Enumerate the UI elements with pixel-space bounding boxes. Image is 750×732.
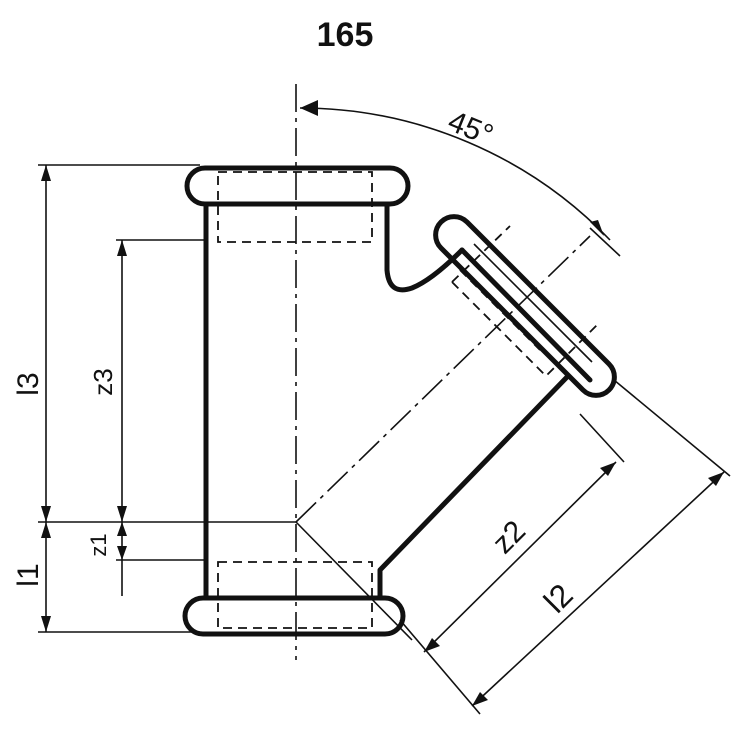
figure-title: 165 [317, 16, 374, 54]
l2-label: l2 [537, 577, 580, 620]
branch-inner-line [473, 243, 593, 363]
branch-dimensions: z2 l2 [399, 379, 731, 715]
angle-arc-tick [589, 227, 621, 257]
z3-arrow-bottom [117, 506, 127, 522]
l2-arrow-start [472, 692, 488, 706]
top-socket-hidden [217, 171, 373, 243]
z1-arrow-top [117, 522, 127, 536]
angle-arrow-right [590, 220, 604, 236]
angle-arc [299, 107, 611, 241]
z2-label: z2 [486, 514, 532, 560]
fitting-body [182, 165, 617, 637]
z1-label: z1 [86, 533, 111, 556]
main-pipe-right-wall-lower [377, 373, 571, 601]
branch-axis [295, 235, 591, 523]
l2-ext-end [613, 379, 731, 477]
branch-flange [433, 214, 617, 398]
hidden-sockets [217, 171, 601, 629]
z3-arrow-top [117, 240, 127, 256]
z1-arrow-bottom [117, 546, 127, 560]
l2-arrow-end [708, 472, 724, 486]
l1-label: l1 [12, 563, 45, 586]
l3-arrow-top [41, 165, 51, 181]
z2-arrow-end [600, 462, 616, 476]
angle-label: 45° [443, 105, 497, 153]
angle-dimension: 45° [299, 100, 621, 257]
z3-label: z3 [88, 368, 118, 395]
z2-arrow-start [424, 638, 440, 652]
l3-arrow-bottom [41, 506, 51, 522]
z2-ext-end [579, 413, 625, 463]
l3-label: l3 [12, 372, 45, 395]
branch-socket-hidden [451, 225, 601, 378]
bottom-flange [182, 595, 406, 637]
angle-arrow-left [300, 100, 318, 116]
l2-ext-start [399, 619, 481, 715]
main-pipe-right-wall-upper [384, 201, 465, 293]
bottom-socket-hidden [217, 561, 373, 629]
left-dimensions: l3 l1 z3 z1 [12, 164, 296, 633]
center-lines [295, 84, 591, 660]
top-flange [184, 165, 411, 207]
l2-dim-line [471, 471, 725, 707]
branch-to-base-line [295, 521, 413, 641]
branch-upper-wall [459, 247, 593, 383]
l1-arrow-bottom [41, 616, 51, 632]
l1-arrow-top [41, 522, 51, 538]
z2-dim-line [423, 461, 617, 653]
